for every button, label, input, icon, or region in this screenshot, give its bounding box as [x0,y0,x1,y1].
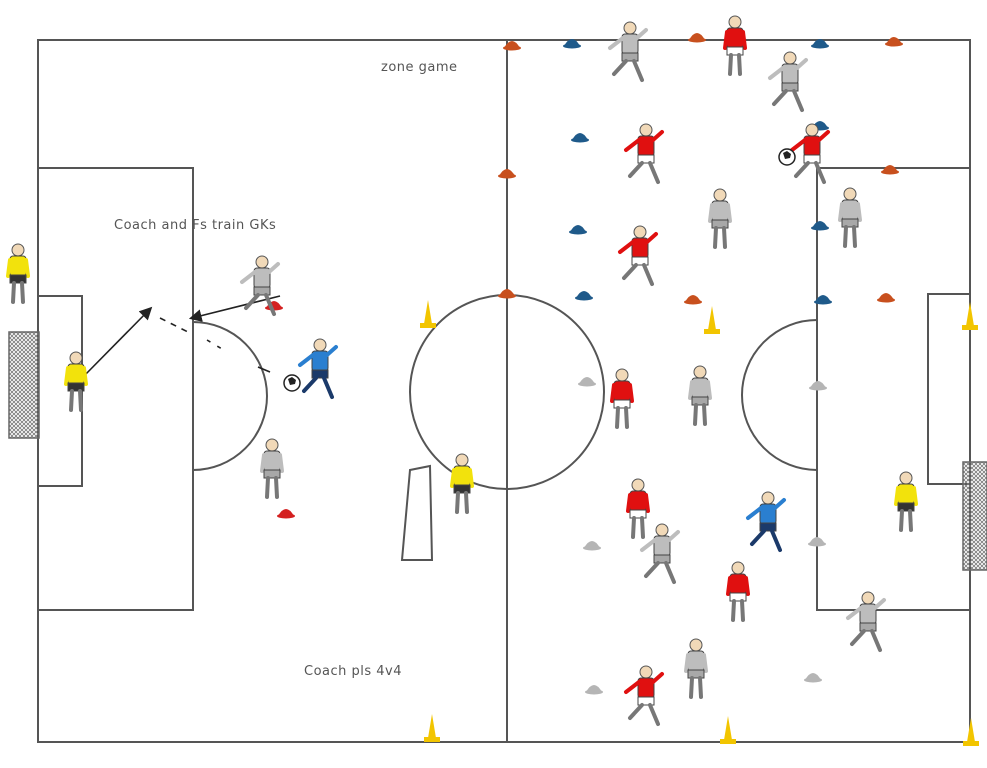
goalkeeper-icon [452,454,472,512]
right-penalty-box [817,168,970,610]
left-penalty-arc [193,322,267,470]
cone-icon [877,293,895,303]
player-icon [710,189,730,247]
cone-icon [569,225,587,235]
balls [284,149,795,391]
left-penalty-box [38,168,193,610]
player-icon [628,479,648,537]
ball-icon [779,149,795,165]
goalkeeper-icon [896,472,916,530]
cone-icon [583,541,601,551]
cone-icon [420,300,436,328]
cone-icon [808,537,826,547]
player-icon [626,666,662,724]
cone-icon [704,306,720,334]
right-goal-icon [963,462,987,570]
arrow-icon [207,340,227,352]
cone-icon [575,291,593,301]
cone-icon [885,37,903,47]
player-icon [620,226,656,284]
cone-icon [277,509,295,519]
cone-icon [881,165,899,175]
cone-icon [804,673,822,683]
cone-icon [578,377,596,387]
player-icon [610,22,646,80]
cone-icon [424,714,440,742]
coach-4v4-label: Coach pls 4v4 [304,664,402,679]
pitch-boundary [38,40,970,742]
cone-icon [962,302,978,330]
player-icon [612,369,632,427]
coach-icon [300,339,336,397]
cone-icon [498,169,516,179]
player-icon [728,562,748,620]
mannequin-icon [402,466,432,560]
player-icon [690,366,710,424]
player-icon [770,52,806,110]
pitch-lines [38,40,970,742]
goalkeeper-icon [8,244,28,302]
right-goal-box [928,294,970,484]
cone-icon [503,41,521,51]
right-penalty-arc [742,320,817,470]
players [8,16,916,724]
cone-icon [809,381,827,391]
left-goal-icon [9,332,39,438]
arrow-icon [160,318,188,332]
player-icon [848,592,884,650]
player-icon [262,439,282,497]
cone-icon [720,716,736,744]
ball-icon [284,375,300,391]
coach-icon [748,492,784,550]
cone-icon [498,289,516,299]
cone-icon [571,133,589,143]
player-icon [792,124,828,182]
cone-icon [811,221,829,231]
player-icon [686,639,706,697]
cone-icon [963,718,979,746]
coach-fs-label: Coach and Fs train GKs [114,218,276,233]
player-icon [626,124,662,182]
cone-icon [585,685,603,695]
cone-icon [684,295,702,305]
arrow-icon [82,309,150,378]
player-icon [840,188,860,246]
zone-game-label: zone game [381,60,458,75]
cone-icon [688,33,706,43]
player-icon [642,524,678,582]
player-icon [725,16,745,74]
pass-arrows [82,296,280,378]
